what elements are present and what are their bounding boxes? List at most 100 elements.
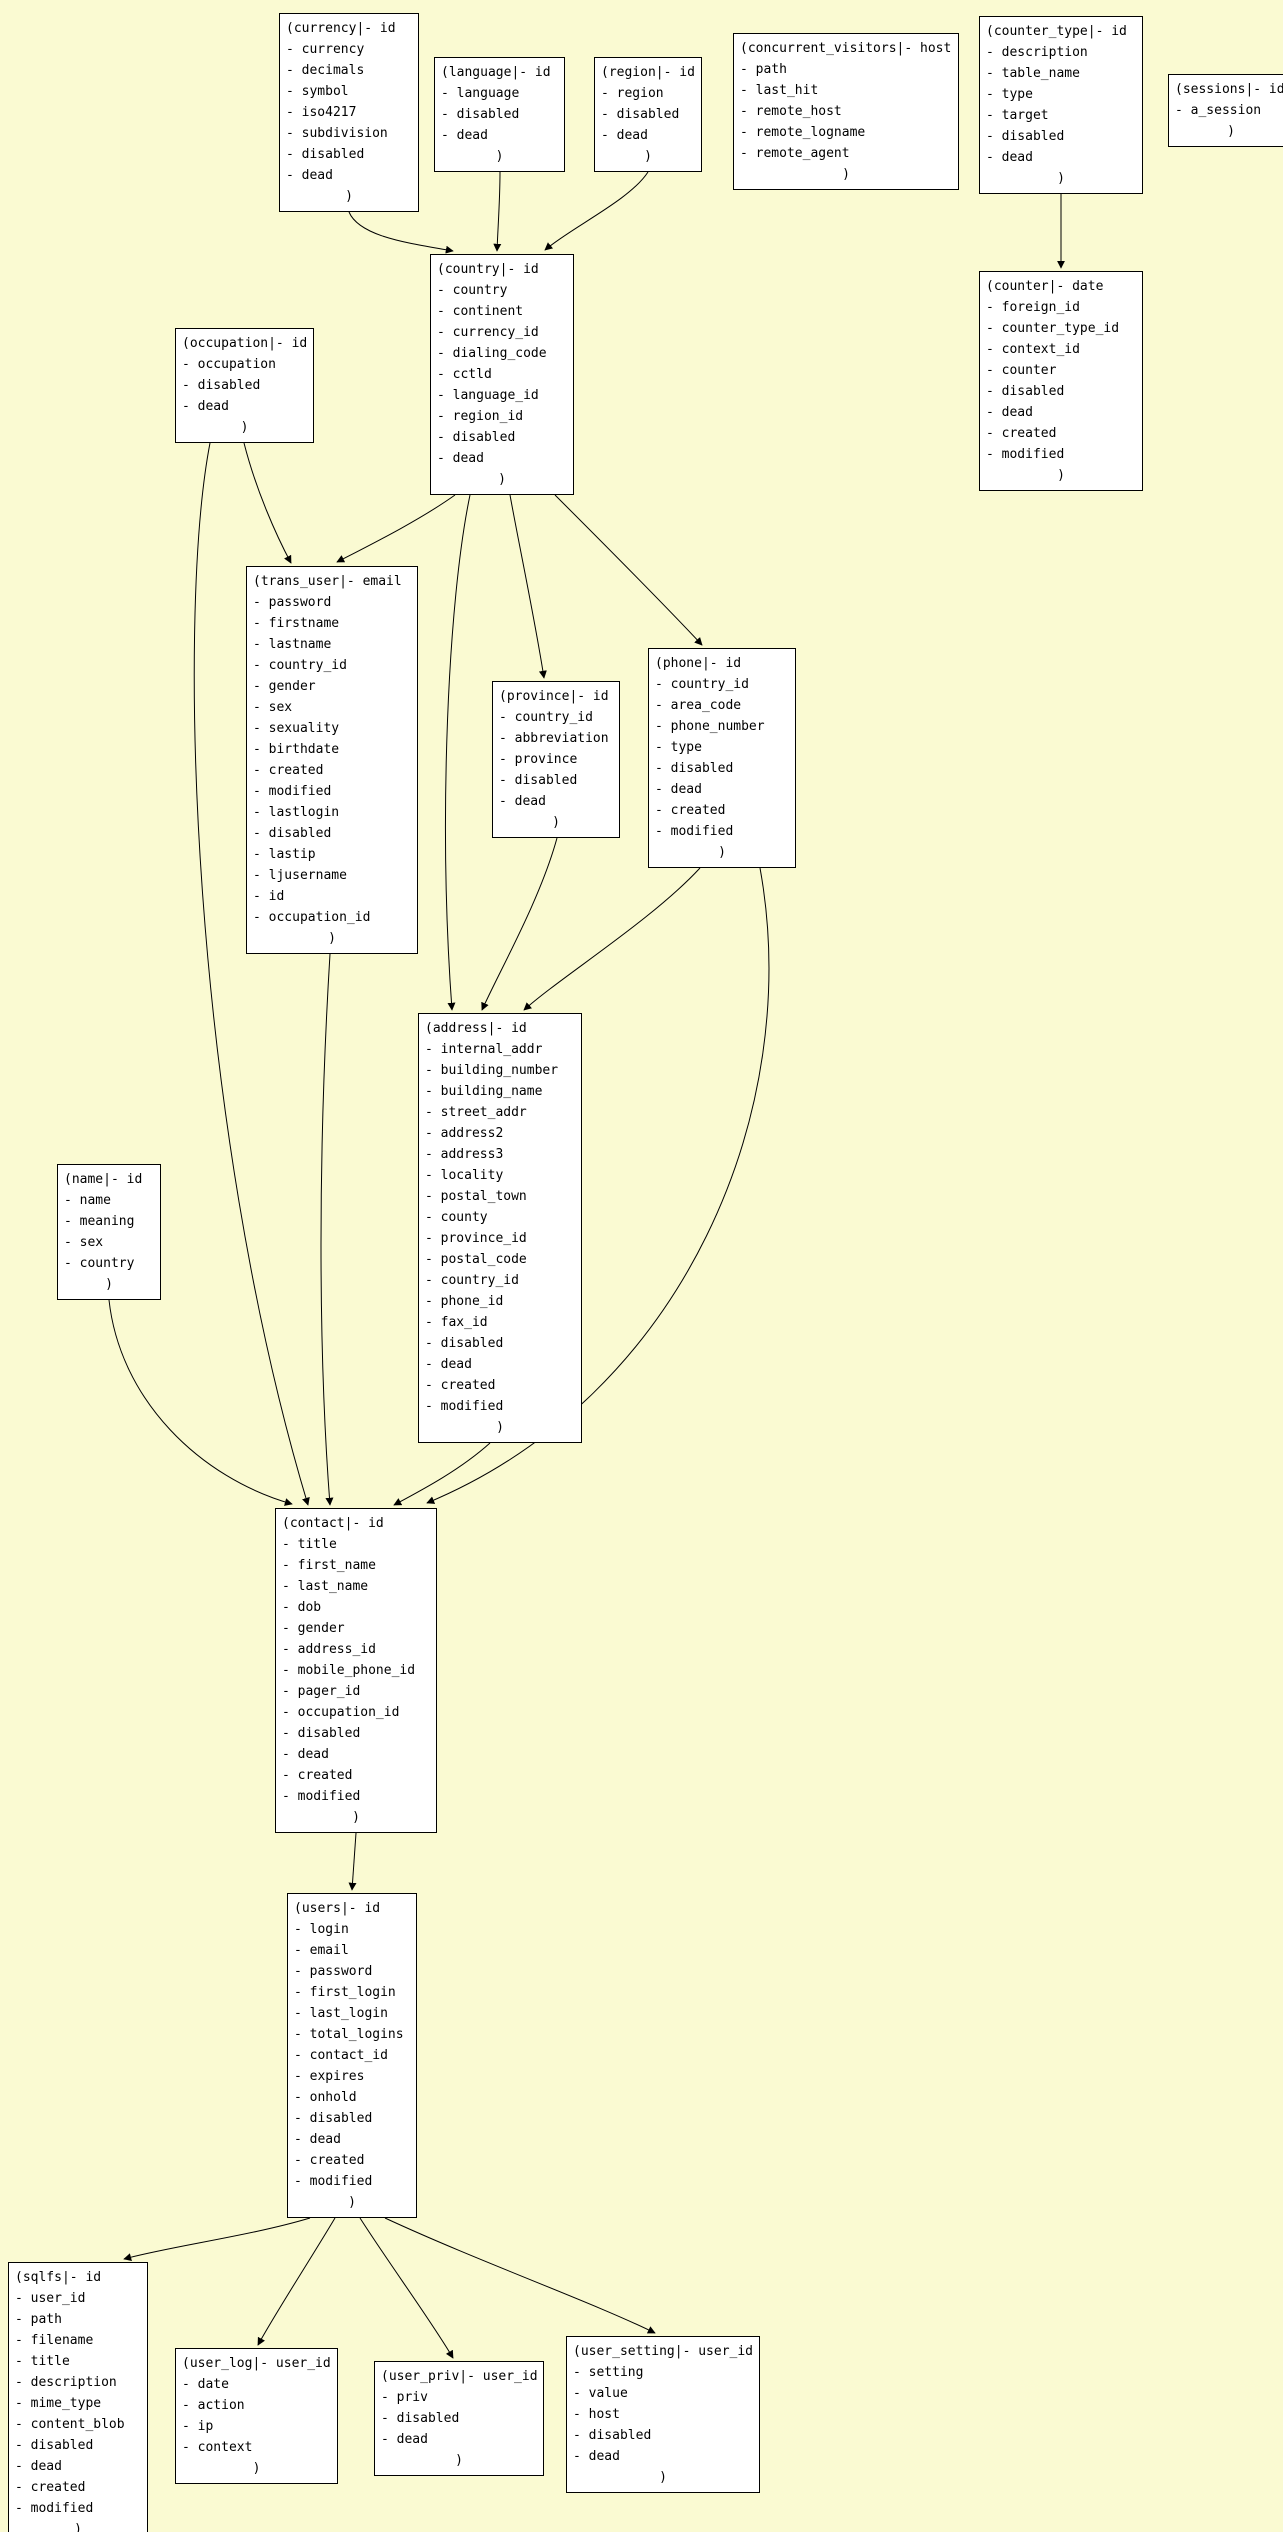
entity-field: - disabled	[986, 384, 1065, 399]
entity-user_setting: (user_setting|- user_id - setting - value -…	[566, 2336, 760, 2493]
entity-field: - dead	[573, 2449, 620, 2464]
entity-user_log: (user_log|- user_id- date- action- ip- c…	[175, 2348, 338, 2484]
entity-region: (region|- id- region- disabled- dead)	[594, 57, 702, 172]
entity-field: - counter_type_id	[986, 321, 1120, 336]
entity-field: - dead	[655, 782, 702, 797]
edge-address-contact	[393, 1442, 491, 1506]
entity-field: - path	[740, 62, 787, 77]
entity-field: - dead	[182, 399, 229, 414]
entity-field: - dead	[986, 405, 1033, 420]
entity-field: - context	[182, 2440, 253, 2455]
entity-field: - phone_id	[425, 1294, 504, 1309]
entity-field: - type	[655, 740, 702, 755]
entity-field: - first_name	[282, 1558, 376, 1573]
entity-close-paren: )	[328, 931, 336, 946]
entity-header-country: (country|- id	[437, 262, 539, 277]
entity-field: - foreign_id	[986, 300, 1080, 315]
entity-close-paren: )	[352, 1810, 360, 1825]
entity-field: - modified	[655, 824, 734, 839]
edge-province-address	[481, 837, 558, 1011]
entity-address: (address|- id- internal_addr- building_n…	[418, 1013, 582, 1443]
entity-field: - remote_logname	[740, 125, 866, 140]
entity-counter_type: (counter_type|- id- description- table_n…	[979, 16, 1143, 194]
entity-field: - password	[294, 1964, 373, 1979]
entity-field: - created	[253, 763, 324, 778]
entity-field: - user_id	[15, 2291, 86, 2306]
entity-concurrent_visitors: (concurrent_visitors|- host- path- last_…	[733, 33, 959, 190]
entity-field: - street_addr	[425, 1105, 527, 1120]
edge-language-country	[493, 171, 502, 252]
entity-field: - subdivision	[286, 126, 388, 141]
entity-field: - mime_type	[15, 2396, 102, 2411]
entity-field: - host	[573, 2407, 620, 2422]
entity-field: - abbreviation	[499, 731, 609, 746]
entity-sqlfs: (sqlfs|- id- user_id- path- filename- ti…	[8, 2262, 148, 2532]
entity-field: - dead	[441, 128, 488, 143]
entity-field: - type	[986, 87, 1033, 102]
entity-field: - setting	[573, 2365, 644, 2380]
entity-field: - counter	[986, 363, 1057, 378]
entity-field: - country_id	[655, 677, 749, 692]
entity-field: - ljusername	[253, 868, 347, 883]
entity-field: - target	[986, 108, 1049, 123]
entity-header-sqlfs: (sqlfs|- id	[15, 2270, 102, 2285]
entity-field: - filename	[15, 2333, 94, 2348]
entity-field: - expires	[294, 2069, 365, 2084]
entity-phone: (phone|- id- country_id- area_code- phon…	[648, 648, 796, 868]
entity-field: - dead	[601, 128, 648, 143]
entity-header-occupation: (occupation|- id	[182, 336, 308, 351]
entity-close-paren: )	[105, 1277, 113, 1292]
entity-field: - birthdate	[253, 742, 340, 757]
entity-field: - lastname	[253, 637, 332, 652]
entity-close-paren: )	[842, 167, 850, 182]
entity-field: - building_number	[425, 1063, 559, 1078]
entity-field: - region	[601, 86, 664, 101]
entity-field: - login	[294, 1922, 349, 1937]
entity-field: - country	[437, 283, 508, 298]
entity-field: - created	[986, 426, 1057, 441]
entity-field: - meaning	[64, 1214, 135, 1229]
entity-field: - created	[655, 803, 726, 818]
entity-header-phone: (phone|- id	[655, 656, 742, 671]
entity-users: (users|- id- login- email- password- fir…	[287, 1893, 417, 2218]
edge-users-user_setting	[384, 2217, 656, 2334]
entity-field: - currency_id	[437, 325, 539, 340]
entity-field: - action	[182, 2398, 245, 2413]
entity-close-paren: )	[240, 420, 249, 435]
entity-field: - mobile_phone_id	[282, 1663, 416, 1678]
entity-field: - description	[986, 45, 1088, 60]
entity-close-paren: )	[74, 2522, 82, 2532]
entity-header-user_setting: (user_setting|- user_id	[573, 2344, 754, 2359]
entity-field: - lastip	[253, 847, 316, 862]
entity-field: - dead	[294, 2132, 341, 2147]
entity-field: - remote_agent	[740, 146, 850, 161]
edge-trans_user-contact	[320, 953, 334, 1506]
entity-field: - dead	[286, 168, 333, 183]
entity-close-paren: )	[348, 2195, 356, 2210]
entity-field: - name	[64, 1193, 111, 1208]
entity-field: - created	[282, 1768, 353, 1783]
edge-country-phone	[554, 494, 703, 646]
edge-country-trans_user	[336, 494, 456, 563]
entity-header-concurrent_visitors: (concurrent_visitors|- host	[740, 41, 952, 56]
entity-field: - description	[15, 2375, 117, 2390]
entity-field: - path	[15, 2312, 62, 2327]
entity-field: - address_id	[282, 1642, 376, 1657]
edge-country-province	[509, 494, 547, 679]
entity-close-paren: )	[1057, 171, 1065, 186]
entity-header-counter: (counter|- date	[986, 279, 1104, 294]
entity-field: - remote_host	[740, 104, 842, 119]
entity-currency: (currency|- id- currency- decimals- symb…	[279, 13, 419, 212]
entity-name: (name|- id- name- meaning- sex- country)	[57, 1164, 161, 1300]
entity-field: - phone_number	[655, 719, 765, 734]
entity-field: - region_id	[437, 409, 524, 424]
entity-field: - dead	[381, 2432, 428, 2447]
entity-field: - currency	[286, 42, 365, 57]
entity-field: - occupation_id	[282, 1705, 400, 1720]
entity-field: - value	[573, 2386, 628, 2401]
entity-field: - modified	[425, 1399, 504, 1414]
entity-field: - content_blob	[15, 2417, 125, 2432]
entity-close-paren: )	[644, 149, 652, 164]
